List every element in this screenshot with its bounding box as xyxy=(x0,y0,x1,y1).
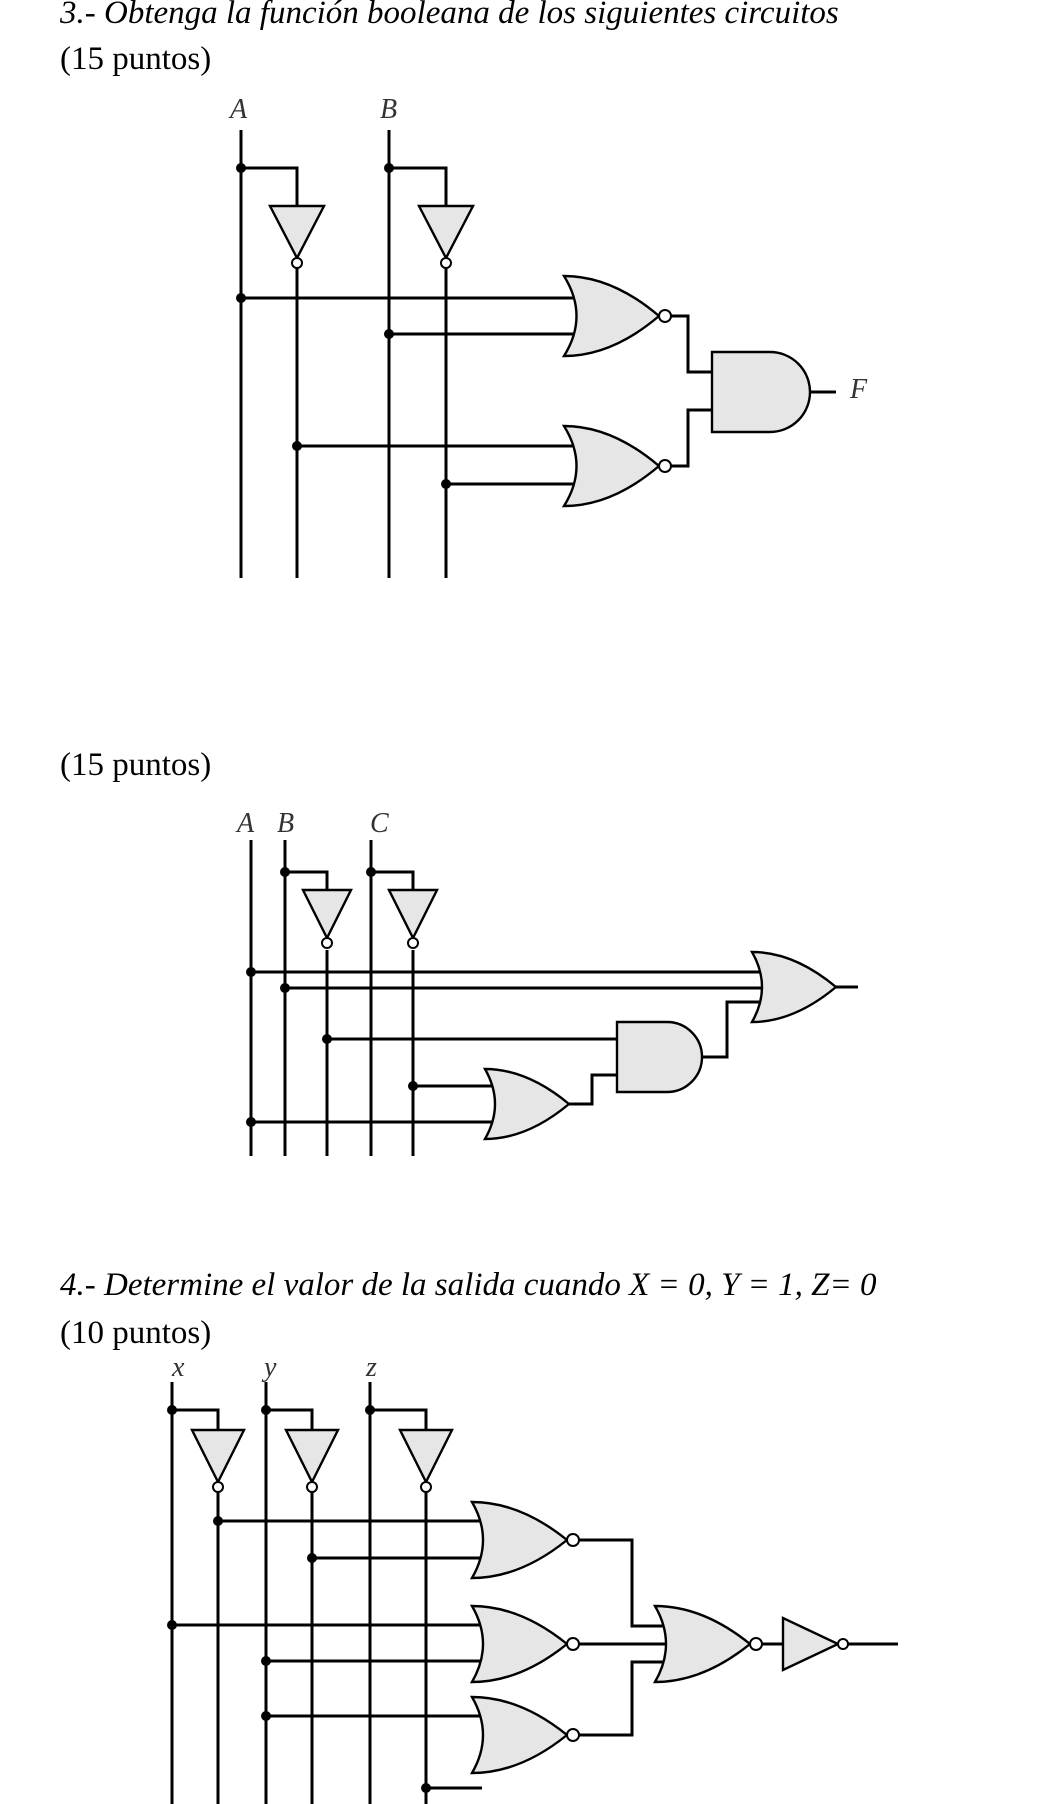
circuit2-input-a-label: A xyxy=(235,808,255,839)
circuit3-output-not xyxy=(781,1616,849,1672)
circuit1-nor-bottom xyxy=(562,424,672,508)
circuit1-points: (15 puntos) xyxy=(60,41,212,77)
circuit2-input-b-label: B xyxy=(277,808,294,839)
circuit1-not-a xyxy=(268,204,326,269)
circuit3: x y z xyxy=(167,1352,898,1804)
circuit2-not-c xyxy=(387,888,439,949)
circuit3-nor-bottom xyxy=(470,1695,580,1775)
circuit2-and-gate xyxy=(615,1020,704,1094)
circuit2: A B C xyxy=(235,808,858,1156)
circuit1: A B F xyxy=(228,94,868,578)
circuit2-input-c-label: C xyxy=(370,808,389,839)
circuit3-input-y-label: y xyxy=(261,1352,277,1383)
circuit1-output-f-label: F xyxy=(849,374,868,405)
circuit2-points: (15 puntos) xyxy=(60,747,212,783)
circuit3-not-x xyxy=(190,1428,246,1493)
circuit3-input-x-label: x xyxy=(171,1352,185,1383)
circuit3-nor-final xyxy=(653,1604,763,1684)
circuit2-not-b xyxy=(301,888,353,949)
circuit2-or-output xyxy=(750,950,838,1024)
circuit1-and-gate xyxy=(710,350,812,434)
problem4-title: 4.- Determine el valor de la salida cuan… xyxy=(60,1267,877,1303)
circuit3-input-z-label: z xyxy=(365,1352,377,1383)
circuit1-input-b-label: B xyxy=(380,94,397,125)
circuit1-nor-top xyxy=(562,274,672,358)
circuit3-not-z xyxy=(398,1428,454,1493)
circuit3-nor-middle xyxy=(470,1604,580,1684)
circuit3-nor-top xyxy=(470,1500,580,1580)
circuit1-input-a-label: A xyxy=(228,94,248,125)
circuit2-or-bottom xyxy=(483,1067,571,1141)
problem4-points: (10 puntos) xyxy=(60,1315,212,1351)
problem3-title: 3.- Obtenga la función booleana de los s… xyxy=(60,0,839,31)
circuit3-not-y xyxy=(284,1428,340,1493)
circuit1-not-b xyxy=(417,204,475,269)
